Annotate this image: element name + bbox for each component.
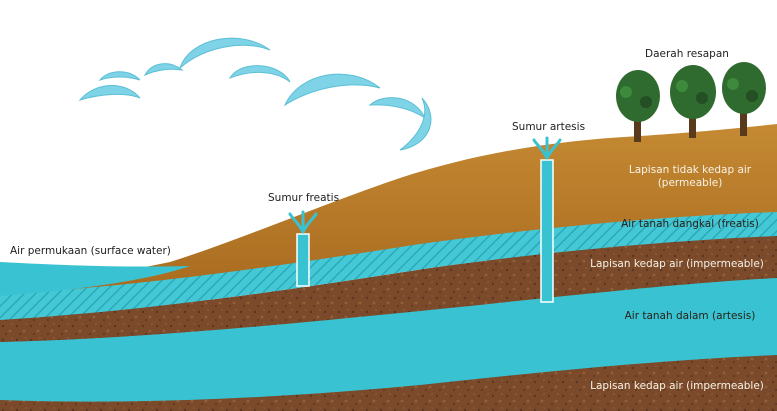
shallow-groundwater-label: Air tanah dangkal (freatis) — [621, 218, 759, 230]
cloud-icon — [78, 85, 141, 101]
cloud-icon — [178, 37, 271, 70]
tree-icon — [722, 62, 766, 136]
permeable-layer-label-line2: (permeable) — [657, 177, 723, 189]
permeable-soil-layer — [0, 124, 777, 294]
cloud-icon — [283, 73, 381, 107]
shallow-groundwater-layer — [0, 210, 777, 320]
cloud-group — [78, 37, 432, 151]
phreatic-well-label: Sumur freatis — [268, 192, 340, 204]
cloud-icon — [98, 71, 141, 82]
surface-water — [0, 262, 190, 296]
surface-water-label: Air permukaan (surface water) — [10, 245, 171, 257]
deep-groundwater-layer — [0, 274, 777, 402]
artesian-well — [532, 136, 562, 303]
tree-icon — [616, 70, 660, 142]
permeable-layer-label-line1: Lapisan tidak kedap air — [628, 164, 752, 176]
cloud-icon — [368, 97, 427, 120]
permeable-layer-label: Lapisan tidak kedap air (permeable) — [615, 164, 765, 190]
recharge-area-label: Daerah resapan — [645, 48, 729, 60]
upper-impermeable-label: Lapisan kedap air (impermeable) — [590, 258, 764, 270]
tree-group — [616, 62, 766, 142]
cloud-icon — [228, 65, 291, 83]
phreatic-well — [288, 210, 318, 287]
cloud-icon — [399, 97, 432, 151]
artesian-well-label: Sumur artesis — [512, 121, 586, 133]
lower-impermeable-label: Lapisan kedap air (impermeable) — [590, 380, 764, 392]
deep-groundwater-label: Air tanah dalam (artesis) — [624, 310, 756, 322]
upper-impermeable-layer — [0, 234, 777, 342]
tree-icon — [670, 65, 716, 138]
cloud-icon — [143, 63, 184, 77]
